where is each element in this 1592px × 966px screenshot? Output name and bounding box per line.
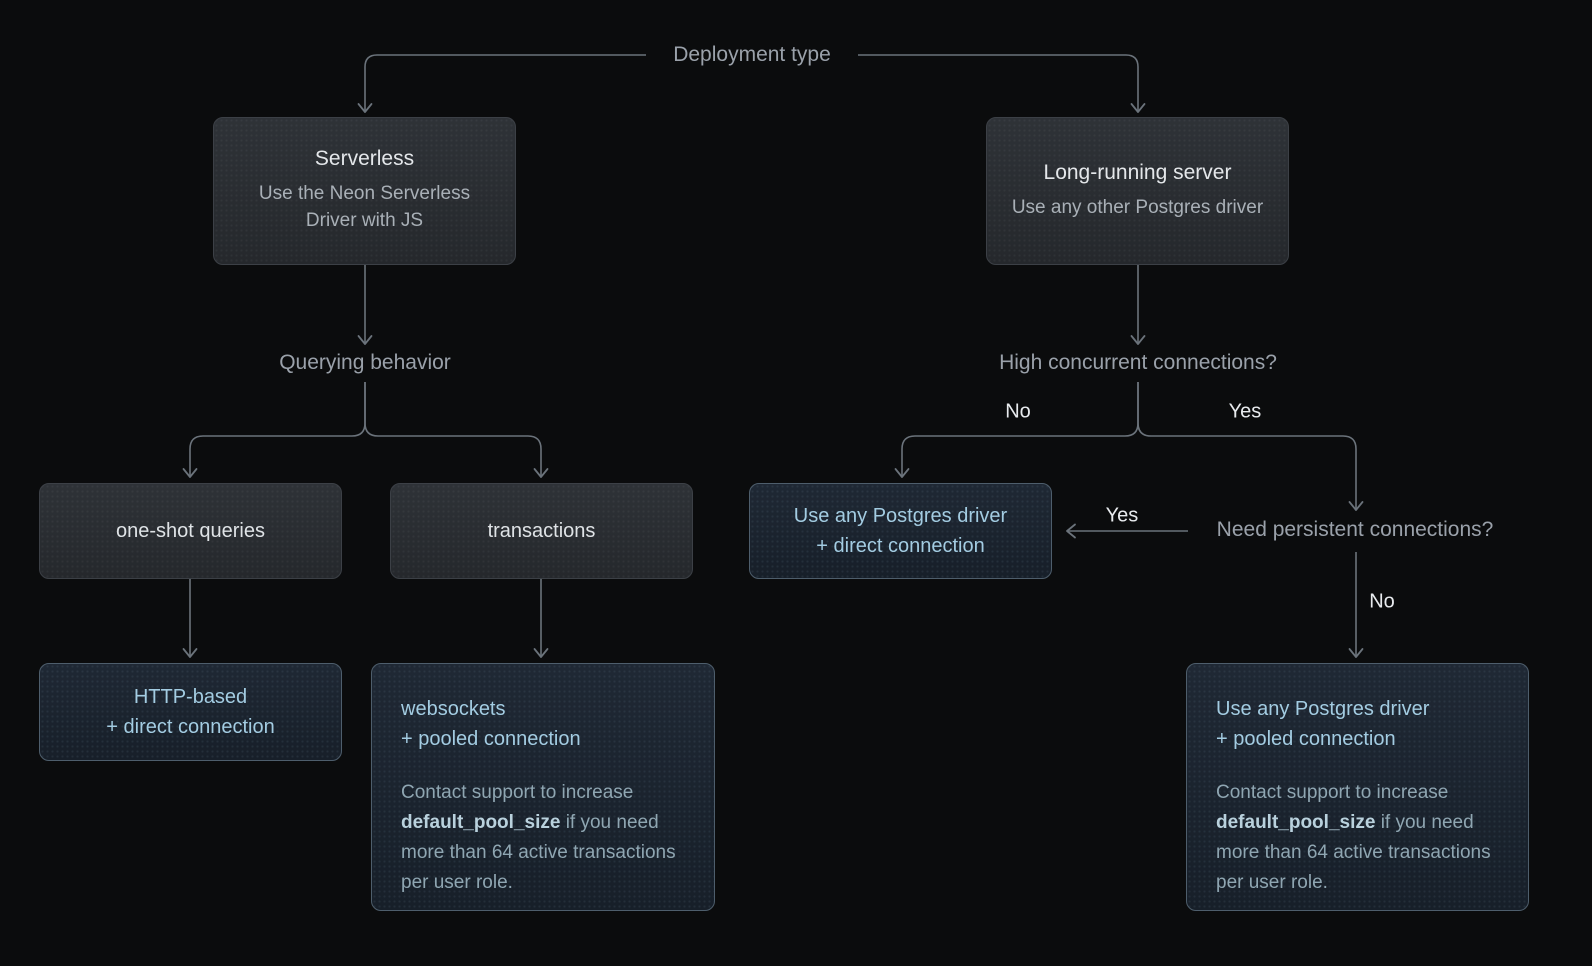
node-serverless: Serverless Use the Neon Serverless Drive… bbox=[213, 117, 516, 265]
result-websockets-line1: websockets bbox=[401, 698, 506, 720]
branch-label-yes-persistent: Yes bbox=[1105, 504, 1139, 527]
branch-label-yes: Yes bbox=[1228, 400, 1262, 423]
edge-querying-to-oneshot bbox=[182, 382, 366, 478]
node-transactions-title: transactions bbox=[487, 519, 596, 542]
note-text: if you need more than 64 active transact… bbox=[401, 812, 676, 894]
node-long-running-subtitle: Use any other Postgres driver bbox=[1011, 196, 1264, 218]
result-any-driver-pooled-line1: Use any Postgres driver bbox=[1216, 698, 1430, 720]
result-http-direct-line2: + direct connection bbox=[106, 716, 275, 738]
node-long-running-title: Long-running server bbox=[1043, 160, 1232, 184]
note-text: Contact support to increase bbox=[401, 782, 634, 803]
result-http-direct: HTTP-based + direct connection bbox=[39, 663, 342, 761]
result-http-direct-line1: HTTP-based bbox=[133, 686, 248, 708]
node-serverless-subtitle: Use the Neon Serverless Driver with JS bbox=[258, 183, 471, 231]
node-one-shot-queries: one-shot queries bbox=[39, 483, 342, 579]
result-any-driver-direct-line2: + direct connection bbox=[816, 535, 985, 557]
branch-label-no-persistent: No bbox=[1369, 590, 1395, 613]
edge-root-to-longrunning bbox=[858, 54, 1146, 113]
result-any-driver-pooled: Use any Postgres driver + pooled connect… bbox=[1186, 663, 1529, 911]
root-label-deployment-type: Deployment type bbox=[673, 43, 831, 66]
result-any-driver-direct: Use any Postgres driver + direct connect… bbox=[749, 483, 1052, 579]
branch-label-no: No bbox=[1005, 400, 1031, 423]
edge-querying-to-transactions bbox=[364, 382, 549, 478]
result-websockets-note: Contact support to increase default_pool… bbox=[401, 778, 685, 898]
note-text: if you need more than 64 active transact… bbox=[1216, 812, 1491, 894]
result-websockets-line2: + pooled connection bbox=[401, 728, 581, 750]
node-one-shot-queries-title: one-shot queries bbox=[116, 519, 265, 542]
node-long-running-server: Long-running server Use any other Postgr… bbox=[986, 117, 1289, 265]
note-text: Contact support to increase bbox=[1216, 782, 1449, 803]
note-code-default-pool-size: default_pool_size bbox=[1216, 812, 1376, 834]
result-any-driver-pooled-line2: + pooled connection bbox=[1216, 728, 1396, 750]
question-need-persistent-connections: Need persistent connections? bbox=[1216, 518, 1494, 541]
result-any-driver-pooled-note: Contact support to increase default_pool… bbox=[1216, 778, 1499, 898]
result-any-driver-direct-line1: Use any Postgres driver bbox=[793, 505, 1008, 527]
node-serverless-title: Serverless bbox=[314, 147, 415, 171]
result-websockets-pooled: websockets + pooled connection Contact s… bbox=[371, 663, 715, 911]
question-high-concurrent-connections: High concurrent connections? bbox=[999, 351, 1277, 374]
edge-concurrent-no-to-direct bbox=[894, 382, 1139, 478]
node-transactions: transactions bbox=[390, 483, 693, 579]
edge-root-to-serverless bbox=[357, 54, 646, 113]
note-code-default-pool-size: default_pool_size bbox=[401, 812, 561, 834]
question-querying-behavior: Querying behavior bbox=[279, 351, 451, 374]
